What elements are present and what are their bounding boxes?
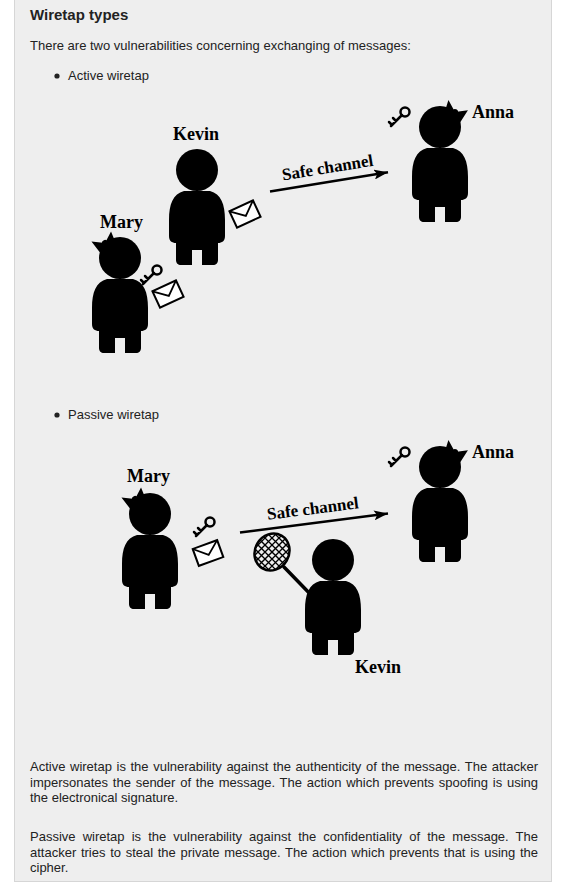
person-head bbox=[419, 106, 461, 148]
person-body bbox=[305, 581, 361, 655]
person-name: Mary bbox=[127, 466, 170, 486]
hair-bow bbox=[442, 100, 469, 124]
envelope-icon bbox=[152, 280, 183, 307]
person-body bbox=[412, 488, 468, 562]
hair-bow bbox=[442, 440, 469, 464]
envelope-flap bbox=[193, 540, 221, 559]
catching-net bbox=[226, 527, 318, 600]
net-hoop bbox=[248, 527, 296, 577]
person-body bbox=[169, 191, 225, 265]
text-slot: Passive wiretap bbox=[68, 407, 368, 423]
person-body bbox=[122, 535, 178, 609]
text-slot: There are two vulnerabilities concerning… bbox=[30, 38, 540, 54]
bullet-dot bbox=[54, 73, 59, 78]
key-shaft bbox=[194, 525, 207, 536]
envelope-body bbox=[152, 280, 183, 307]
key-shaft bbox=[389, 455, 402, 466]
person-figure bbox=[122, 493, 178, 609]
person-name: Kevin bbox=[355, 657, 401, 677]
bow-wings bbox=[442, 440, 469, 464]
person-node: Mary bbox=[115, 462, 240, 612]
hair-bow bbox=[121, 487, 148, 512]
person-head bbox=[312, 539, 354, 581]
person-name: Anna bbox=[472, 442, 514, 462]
person-node: Kevin bbox=[170, 122, 270, 267]
person-name: Anna bbox=[472, 102, 514, 122]
bullet-item: Passive wiretap bbox=[68, 407, 368, 423]
bow-knot bbox=[451, 448, 459, 456]
envelope-body bbox=[193, 540, 224, 566]
person-head bbox=[99, 237, 141, 279]
envelope-body bbox=[229, 200, 260, 227]
envelope-flap bbox=[229, 200, 257, 221]
paragraph-text: There are two vulnerabilities concerning… bbox=[30, 38, 540, 54]
person-figure bbox=[412, 106, 468, 222]
text-slot: Wiretap types bbox=[30, 6, 128, 24]
person-node: Anna bbox=[388, 98, 528, 224]
bow-wings bbox=[121, 487, 148, 512]
person-figure bbox=[169, 149, 225, 265]
grey-panel bbox=[14, 0, 552, 882]
bow-knot bbox=[101, 239, 109, 247]
channel-label: Safe channel bbox=[280, 151, 374, 185]
bullet-dot bbox=[54, 412, 59, 417]
key-shaft bbox=[141, 273, 154, 284]
key-shaft bbox=[389, 115, 402, 126]
person-figure bbox=[412, 446, 468, 562]
envelope-flap bbox=[152, 280, 180, 301]
paragraph-text: Active wiretap is the vulnerability agai… bbox=[30, 759, 538, 806]
bow-knot bbox=[451, 108, 459, 116]
net-mesh bbox=[226, 527, 318, 577]
envelope-icon bbox=[193, 540, 224, 566]
key-icon bbox=[141, 266, 162, 285]
channel-label: Safe channel bbox=[266, 493, 360, 524]
person-head bbox=[419, 446, 461, 488]
bow-knot bbox=[131, 495, 139, 503]
person-node: Kevin bbox=[300, 536, 412, 679]
bow-wings bbox=[91, 231, 118, 256]
key-icon bbox=[194, 518, 215, 537]
key-icon bbox=[389, 108, 410, 127]
bow-wings bbox=[442, 100, 469, 124]
text-slot: Passive wiretap is the vulnerability aga… bbox=[30, 829, 538, 876]
paragraph-text: Passive wiretap is the vulnerability aga… bbox=[30, 829, 538, 876]
text-slot: Active wiretap bbox=[68, 68, 368, 84]
envelope-icon bbox=[229, 200, 260, 227]
person-figure bbox=[92, 237, 148, 353]
text-slot: Active wiretap is the vulnerability agai… bbox=[30, 759, 538, 806]
bullet-item: Active wiretap bbox=[68, 68, 368, 84]
person-head bbox=[129, 493, 171, 535]
person-figure bbox=[305, 539, 361, 655]
person-name: Mary bbox=[100, 212, 143, 232]
person-name: Kevin bbox=[173, 124, 219, 144]
key-icon bbox=[389, 448, 410, 467]
page-title: Wiretap types bbox=[30, 6, 128, 24]
person-body bbox=[92, 279, 148, 353]
person-head bbox=[176, 149, 218, 191]
hair-bow bbox=[91, 231, 118, 256]
person-node: Anna bbox=[388, 438, 528, 564]
person-body bbox=[412, 148, 468, 222]
